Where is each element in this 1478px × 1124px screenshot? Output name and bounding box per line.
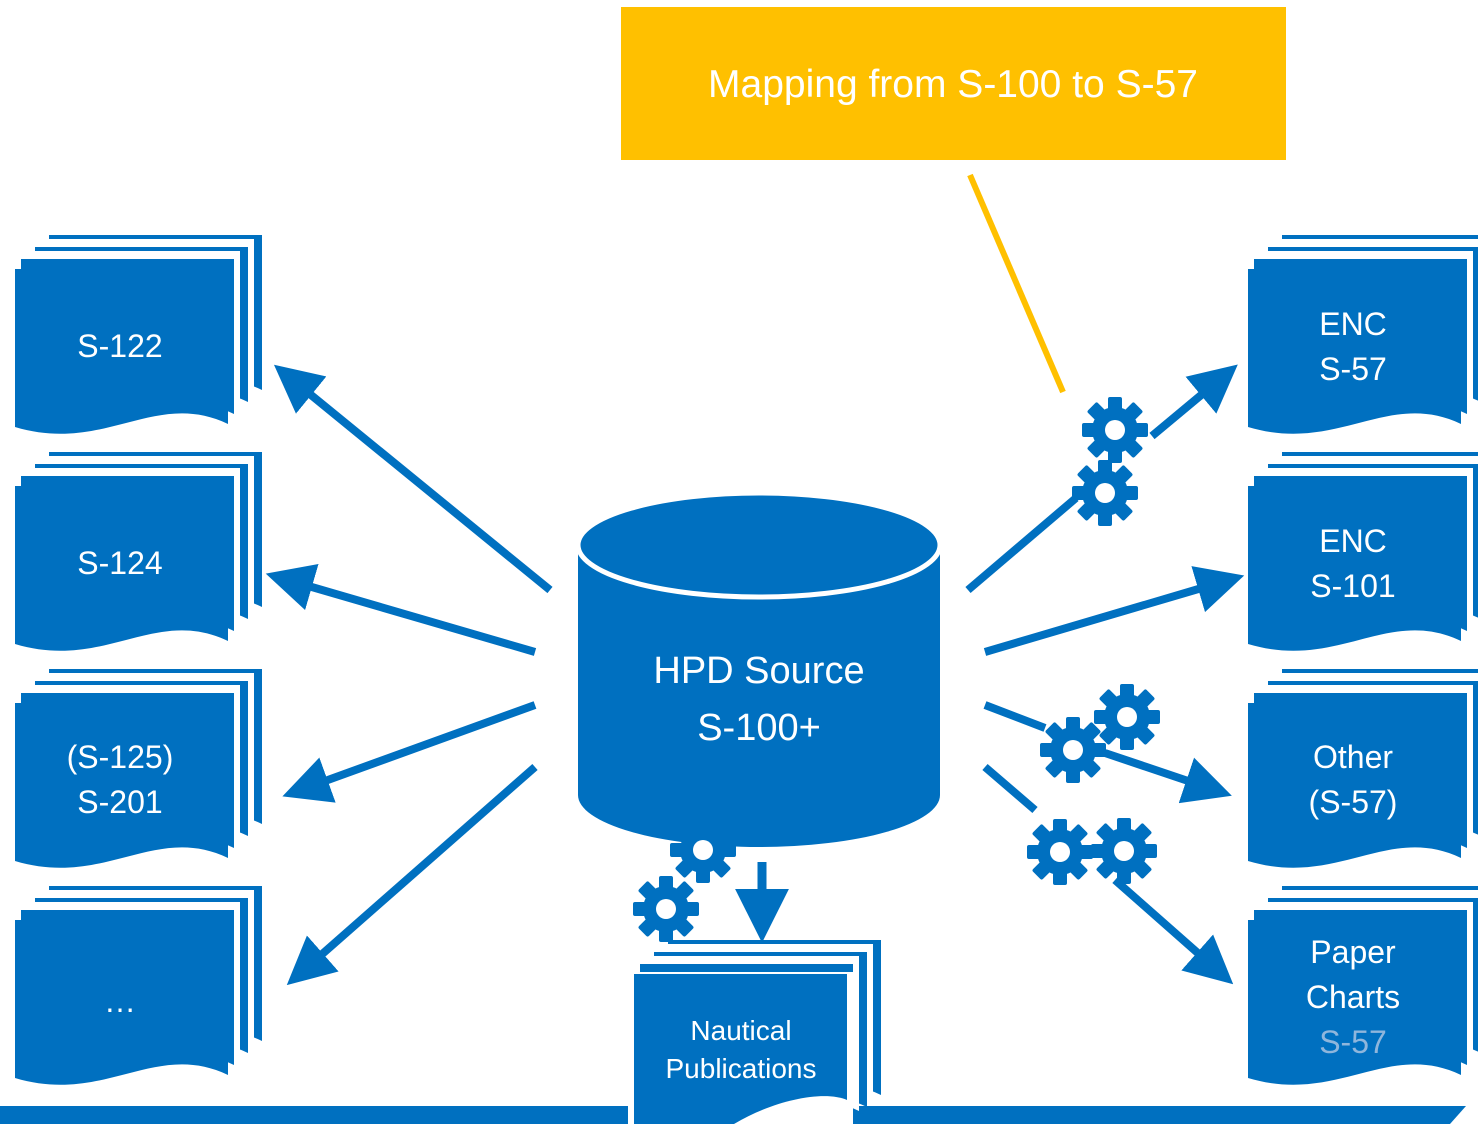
publications-line1: Nautical bbox=[690, 1015, 791, 1046]
product-label-s201: S-201 bbox=[77, 784, 162, 820]
arrow-to-enc-s57-lower bbox=[965, 494, 1079, 594]
gear-icon bbox=[1082, 397, 1148, 463]
arrow-to-enc-s101 bbox=[983, 566, 1245, 656]
gear-icon bbox=[1072, 460, 1138, 526]
arrow-to-other-lower bbox=[983, 701, 1047, 732]
product-label-more: … bbox=[104, 983, 136, 1019]
callout-box bbox=[621, 7, 1286, 160]
gear-icon bbox=[1091, 818, 1157, 884]
gear-icon bbox=[1094, 684, 1160, 750]
doc-stack-more bbox=[15, 886, 262, 1085]
right-arrows bbox=[965, 364, 1245, 985]
product-label-enc-2: ENC bbox=[1319, 523, 1387, 559]
product-label-s124: S-124 bbox=[77, 545, 162, 581]
arrow-to-s201 bbox=[282, 701, 537, 803]
arrow-to-paper-upper bbox=[1112, 876, 1234, 985]
source-title: HPD Source bbox=[653, 650, 864, 692]
gear-icon bbox=[1040, 717, 1106, 783]
arrow-to-more bbox=[286, 763, 538, 986]
doc-stack-publications bbox=[628, 940, 881, 1124]
product-label-s57: S-57 bbox=[1319, 351, 1387, 387]
arrow-to-s122 bbox=[273, 364, 553, 594]
product-label-other: Other bbox=[1313, 739, 1393, 775]
database-icon bbox=[575, 490, 943, 847]
product-label-paper-s57: S-57 bbox=[1319, 1024, 1387, 1060]
source-subtitle: S-100+ bbox=[697, 707, 821, 749]
product-label-charts: Charts bbox=[1306, 979, 1400, 1015]
product-label-enc-1: ENC bbox=[1319, 306, 1387, 342]
product-label-other-s57: (S-57) bbox=[1309, 784, 1398, 820]
arrow-to-s124 bbox=[265, 563, 537, 656]
product-label-s101: S-101 bbox=[1310, 568, 1395, 604]
publications-line2: Publications bbox=[666, 1053, 817, 1084]
product-label-paper: Paper bbox=[1310, 934, 1396, 970]
product-label-s125: (S-125) bbox=[67, 739, 174, 775]
product-label-s122: S-122 bbox=[77, 328, 162, 364]
arrow-to-paper-lower bbox=[982, 763, 1038, 814]
left-arrows bbox=[265, 364, 553, 986]
gear-icon bbox=[633, 876, 699, 942]
arrow-to-other-upper bbox=[1103, 749, 1232, 804]
gear-icon bbox=[1027, 819, 1093, 885]
callout-connector bbox=[967, 173, 1066, 394]
callout-label: Mapping from S-100 to S-57 bbox=[708, 63, 1198, 106]
gear-icon bbox=[670, 817, 736, 883]
arrow-to-enc-s57-upper bbox=[1149, 364, 1238, 440]
